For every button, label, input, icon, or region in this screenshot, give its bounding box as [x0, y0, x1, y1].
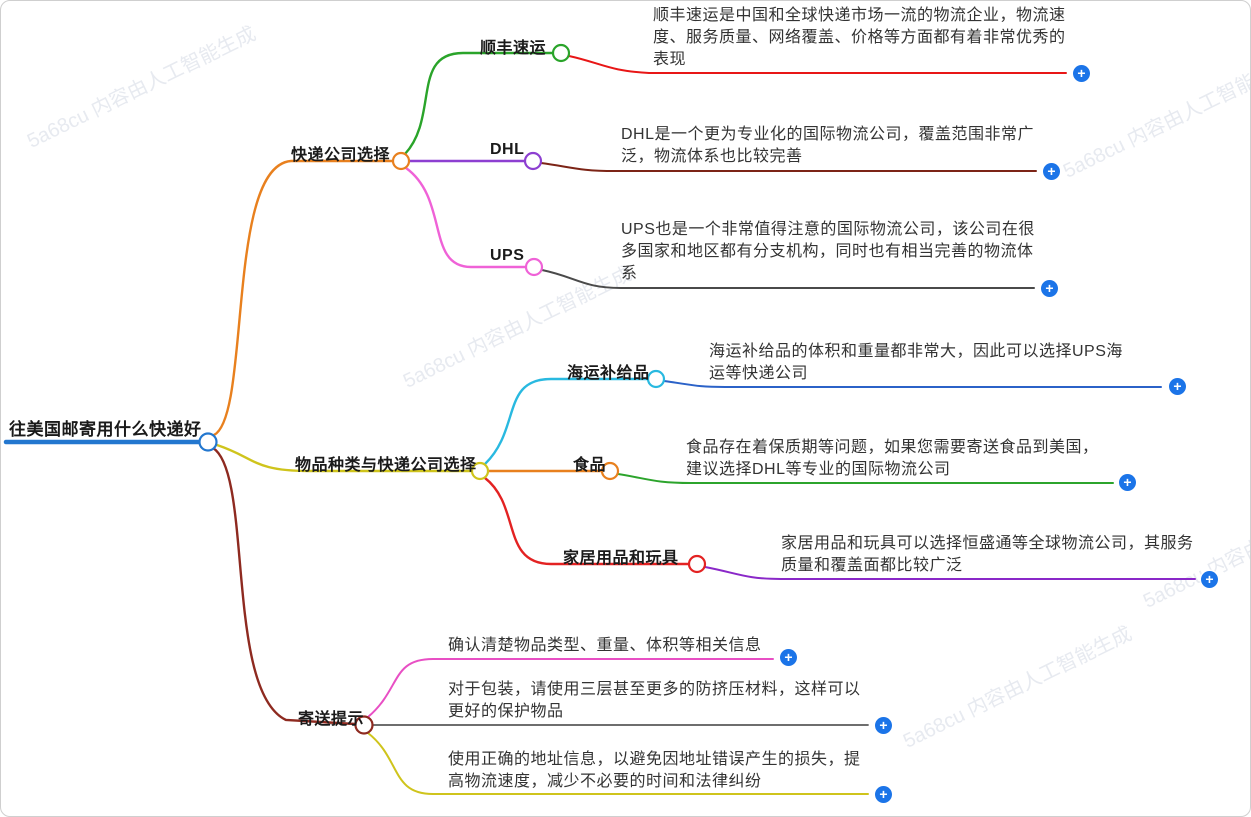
edge-food-desc [617, 473, 1114, 484]
node-handle-company[interactable] [391, 151, 411, 171]
edge-tip1 [367, 658, 774, 718]
edge-items-to-sea [483, 377, 650, 466]
desc-tip2[interactable]: 对于包装，请使用三层甚至更多的防挤压材料，这样可以更好的保护物品 [448, 681, 861, 720]
edge-company-to-ups [404, 166, 528, 269]
desc-food[interactable]: 食品存在着保质期等问题，如果您需要寄送食品到美国，建议选择DHL等专业的国际物流… [686, 439, 1099, 478]
node-label-sf[interactable]: 顺丰速运 [480, 40, 547, 57]
node-label-company[interactable]: 快递公司选择 [291, 147, 391, 164]
add-child-button-tip1[interactable]: + [780, 649, 797, 666]
node-label-ups[interactable]: UPS [490, 247, 525, 264]
edge-root-to-items [215, 443, 474, 473]
node-handle-dhl[interactable] [523, 151, 543, 171]
edge-tip3 [367, 732, 869, 795]
node-handle-ups[interactable] [524, 257, 544, 277]
add-child-button-dhl[interactable]: + [1043, 163, 1060, 180]
edge-dhl-desc [540, 162, 1037, 172]
node-label-tips[interactable]: 寄送提示 [298, 711, 365, 728]
node-handle-sea[interactable] [646, 369, 666, 389]
edge-company-to-sf [403, 51, 555, 156]
edge-ups-desc [541, 269, 1035, 289]
node-label-food[interactable]: 食品 [573, 457, 607, 474]
node-handle-sf[interactable] [551, 43, 571, 63]
edge-root-to-company [212, 159, 395, 437]
desc-tip3[interactable]: 使用正确的地址信息，以避免因地址错误产生的损失，提高物流速度，减少不必要的时间和… [448, 751, 861, 790]
add-child-button-sf[interactable]: + [1073, 65, 1090, 82]
desc-sf[interactable]: 顺丰速运是中国和全球快递市场一流的物流企业，物流速度、服务质量、网络覆盖、价格等… [653, 7, 1066, 68]
add-child-button-home[interactable]: + [1201, 571, 1218, 588]
add-child-button-sea[interactable]: + [1169, 378, 1186, 395]
desc-dhl[interactable]: DHL是一个更为专业化的国际物流公司，覆盖范围非常广泛，物流体系也比较完善 [621, 126, 1035, 165]
node-handle-tips[interactable] [354, 715, 374, 735]
add-child-button-ups[interactable]: + [1041, 280, 1058, 297]
edge-sea-desc [663, 380, 1162, 388]
add-child-button-food[interactable]: + [1119, 474, 1136, 491]
node-label-sea[interactable]: 海运补给品 [567, 365, 650, 382]
edge-items-to-home [483, 476, 691, 566]
add-child-button-tip3[interactable]: + [875, 786, 892, 803]
node-handle-food[interactable] [600, 461, 620, 481]
edge-sf-desc [568, 55, 1067, 74]
desc-sea[interactable]: 海运补给品的体积和重量都非常大，因此可以选择UPS海运等快递公司 [709, 343, 1123, 382]
edge-root-to-tips [211, 446, 357, 726]
desc-ups[interactable]: UPS也是一个非常值得注意的国际物流公司，该公司在很多国家和地区都有分支机构，同… [621, 221, 1035, 282]
add-child-button-tip2[interactable]: + [875, 717, 892, 734]
node-label-items[interactable]: 物品种类与快递公司选择 [295, 457, 477, 474]
node-handle-home[interactable] [687, 554, 707, 574]
edge-home-desc [704, 566, 1196, 580]
node-handle-items[interactable] [470, 461, 490, 481]
node-label-dhl[interactable]: DHL [490, 141, 525, 158]
root-node-label[interactable]: 往美国邮寄用什么快递好 [9, 420, 202, 439]
desc-tip1[interactable]: 确认清楚物品类型、重量、体积等相关信息 [448, 637, 762, 654]
desc-home[interactable]: 家居用品和玩具可以选择恒盛通等全球物流公司，其服务质量和覆盖面都比较广泛 [781, 535, 1194, 574]
node-handle-root[interactable] [198, 432, 218, 452]
node-label-home[interactable]: 家居用品和玩具 [563, 550, 679, 567]
